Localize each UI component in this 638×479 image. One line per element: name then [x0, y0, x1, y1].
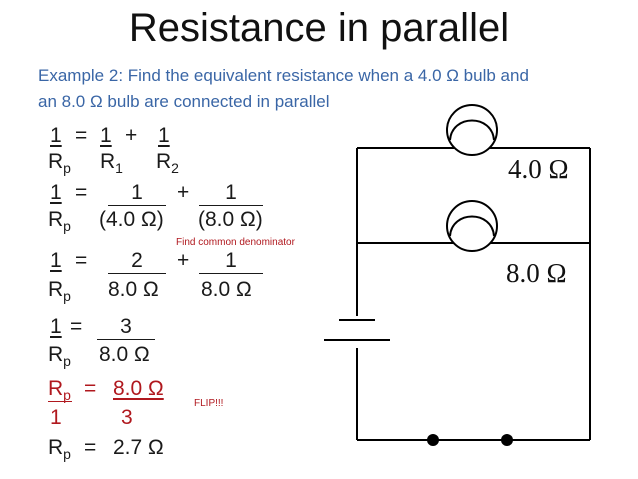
step3-sub-p: p — [63, 288, 71, 304]
step2-plus: + — [177, 181, 190, 204]
step5-equals: = — [84, 377, 97, 400]
step4-r: R — [48, 343, 64, 366]
answer-equals: = — [84, 436, 97, 459]
note-flip: FLIP!!! — [194, 398, 224, 409]
step1-lhs-den: Rp — [48, 150, 71, 176]
step1-r: R — [48, 150, 64, 173]
bulb-1-resistance-label: 4.0 Ω — [506, 154, 571, 185]
switch-contact-right — [501, 434, 513, 446]
step3-lhs-num: 1 — [50, 249, 62, 272]
step3-equals: = — [75, 249, 88, 272]
step1-term2-num: 1 — [158, 124, 170, 147]
step3-term2-num: 1 — [199, 249, 263, 274]
answer-r: R — [48, 436, 64, 459]
answer-lhs: Rp — [48, 436, 71, 462]
step3-term1-den: 8.0 Ω — [108, 278, 159, 301]
step3-term2-den: 8.0 Ω — [201, 278, 252, 301]
step5-lhs-den: 1 — [50, 406, 62, 429]
step4-den: 8.0 Ω — [99, 343, 150, 366]
step4-lhs-den: Rp — [48, 343, 71, 369]
battery-icon — [324, 316, 390, 348]
step5-num: 8.0 Ω — [113, 377, 164, 400]
step2-term2-den: (8.0 Ω) — [198, 208, 263, 231]
step5-r: R — [48, 377, 64, 400]
step4-lhs-num: 1 — [50, 315, 62, 338]
step5-sub-p: p — [63, 387, 71, 403]
step1-term2-den: R2 — [156, 150, 179, 176]
step2-equals: = — [75, 181, 88, 204]
page-title: Resistance in parallel — [128, 6, 510, 50]
step5-den: 3 — [121, 406, 133, 429]
step1-sub-p: p — [63, 160, 71, 176]
step5-lhs-num: Rp — [48, 377, 72, 403]
step1-term1-num: 1 — [100, 124, 112, 147]
step2-lhs-den: Rp — [48, 208, 71, 234]
step1-term1-den: R1 — [100, 150, 123, 176]
step4-num: 3 — [97, 315, 155, 340]
bulb-2-icon — [446, 200, 498, 252]
step2-term2-num: 1 — [199, 181, 263, 206]
step3-lhs-den: Rp — [48, 278, 71, 304]
bulb-2-resistance-label: 8.0 Ω — [504, 258, 569, 289]
problem-line-1: Example 2: Find the equivalent resistanc… — [38, 66, 529, 85]
step1-r1: R — [100, 150, 116, 173]
note-common-denominator: Find common denominator — [176, 237, 295, 248]
step1-sub-1: 1 — [115, 160, 123, 176]
step2-term1-num: 1 — [108, 181, 166, 206]
answer-sub-p: p — [63, 446, 71, 462]
step4-equals: = — [70, 315, 83, 338]
step3-r: R — [48, 278, 64, 301]
step1-lhs-num: 1 — [50, 124, 62, 147]
step2-r: R — [48, 208, 64, 231]
problem-line-2: an 8.0 Ω bulb are connected in parallel — [38, 92, 330, 111]
step3-plus: + — [177, 249, 190, 272]
switch-contact-left — [427, 434, 439, 446]
step3-term1-num: 2 — [108, 249, 166, 274]
step1-plus: + — [125, 124, 138, 147]
bulb-1-icon — [446, 104, 498, 156]
answer-value: 2.7 Ω — [113, 436, 164, 459]
step2-sub-p: p — [63, 218, 71, 234]
step4-sub-p: p — [63, 353, 71, 369]
step1-r2: R — [156, 150, 172, 173]
step2-lhs-num: 1 — [50, 181, 62, 204]
step1-sub-2: 2 — [171, 160, 179, 176]
step1-equals: = — [75, 124, 88, 147]
step2-term1-den: (4.0 Ω) — [99, 208, 164, 231]
